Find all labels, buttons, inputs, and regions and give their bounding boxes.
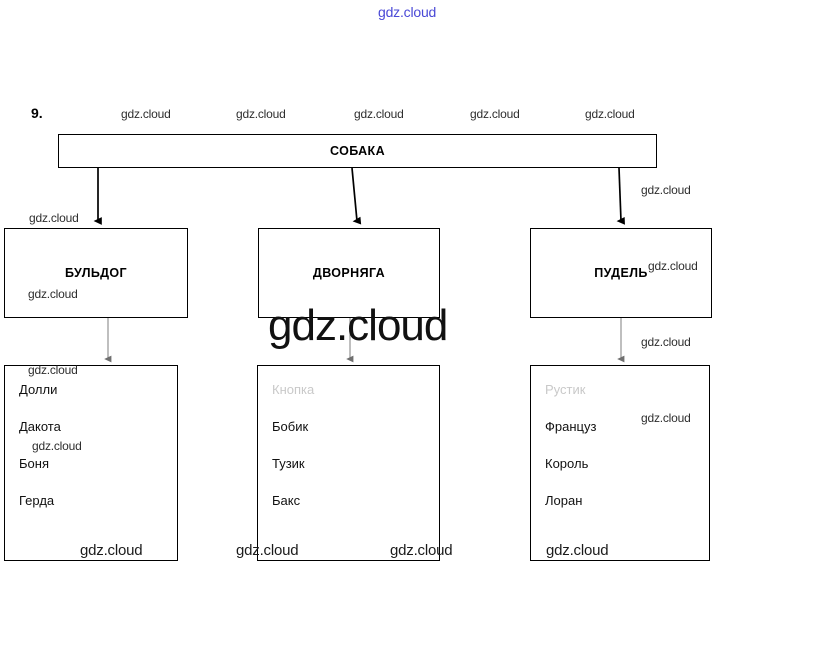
diagram-node-category-2-label: ДВОРНЯГА bbox=[312, 266, 386, 280]
list-item: Король bbox=[545, 456, 589, 471]
watermark-scattered: gdz.cloud bbox=[29, 211, 79, 225]
list-item: Бакс bbox=[272, 493, 301, 508]
diagram-node-category-2: ДВОРНЯГА bbox=[258, 228, 440, 318]
list-item: Француз bbox=[545, 419, 597, 434]
watermark-row-top-item: gdz.cloud bbox=[236, 107, 286, 121]
diagram-name-list-3: Рустик Француз Король Лоран bbox=[530, 365, 710, 561]
diagram-node-root: СОБАКА bbox=[58, 134, 657, 168]
diagram-node-category-1-label: БУЛЬДОГ bbox=[64, 266, 128, 280]
diagram-name-list-2: Кнопка Бобик Тузик Бакс bbox=[257, 365, 440, 561]
list-item: Герда bbox=[19, 493, 55, 508]
watermark-row-top-item: gdz.cloud bbox=[354, 107, 404, 121]
watermark-top-center: gdz.cloud bbox=[378, 4, 437, 20]
list-item: Лоран bbox=[545, 493, 583, 508]
list-item: Дакота bbox=[19, 419, 61, 434]
list-item: Долли bbox=[19, 382, 58, 397]
list-item: Бобик bbox=[272, 419, 309, 434]
diagram-node-root-label: СОБАКА bbox=[329, 144, 386, 158]
list-item: Кнопка bbox=[272, 382, 315, 397]
list-item: Боня bbox=[19, 456, 49, 471]
watermark-scattered: gdz.cloud bbox=[641, 183, 691, 197]
list-item: Рустик bbox=[545, 382, 586, 397]
watermark-scattered: gdz.cloud bbox=[641, 335, 691, 349]
watermark-row-top-item: gdz.cloud bbox=[585, 107, 635, 121]
diagram-node-category-3-label: ПУДЕЛЬ bbox=[594, 266, 648, 280]
watermark-row-top-item: gdz.cloud bbox=[470, 107, 520, 121]
exercise-number: 9. bbox=[31, 105, 43, 121]
watermark-row-top-item: gdz.cloud bbox=[121, 107, 171, 121]
diagram-node-category-3: ПУДЕЛЬ bbox=[530, 228, 712, 318]
diagram-name-list-1: Долли Дакота Боня Герда bbox=[4, 365, 178, 561]
list-item: Тузик bbox=[272, 456, 305, 471]
diagram-node-category-1: БУЛЬДОГ bbox=[4, 228, 188, 318]
